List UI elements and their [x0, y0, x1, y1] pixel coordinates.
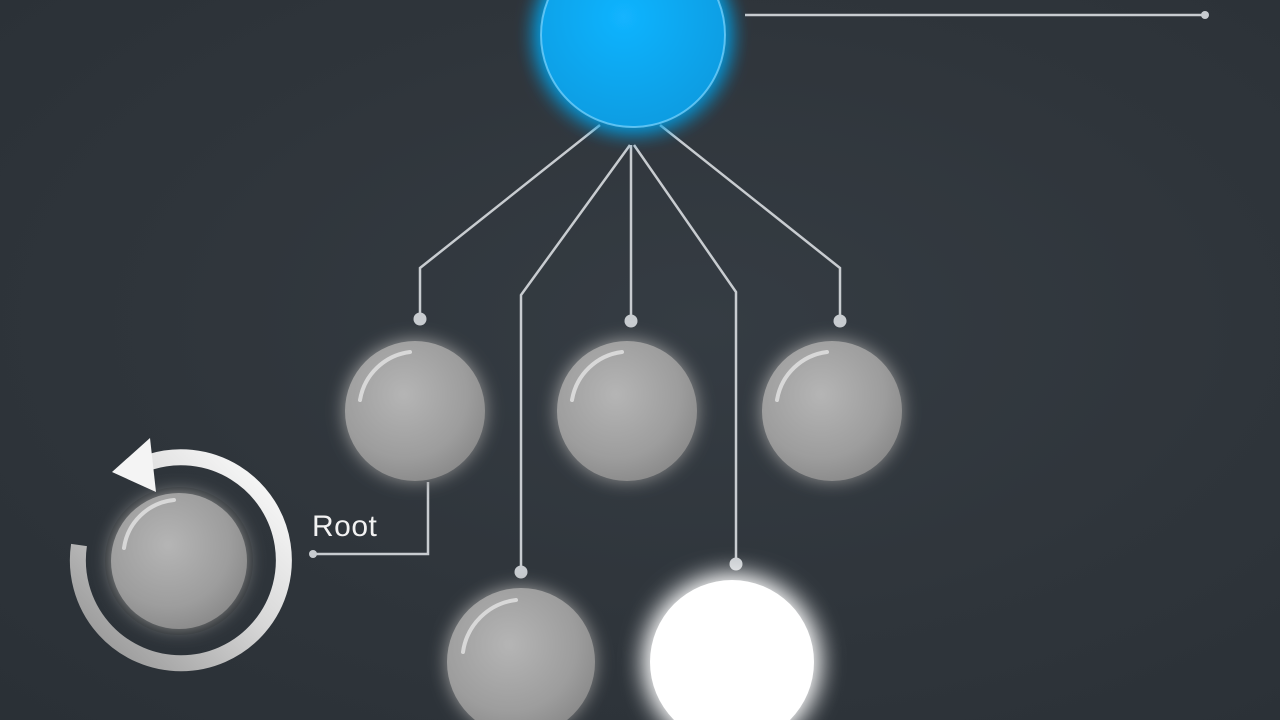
branch-line-5 [659, 124, 842, 320]
node-level3-highlighted [650, 580, 814, 720]
rotate-arrow-icon [69, 438, 292, 672]
branch-line-2 [519, 144, 632, 570]
top-connector [745, 11, 1209, 19]
active-node [540, 0, 726, 128]
branch-connectors [313, 124, 842, 570]
branch-line-4 [632, 144, 738, 563]
node-level2-left [345, 341, 485, 481]
root-label: Root [312, 510, 378, 543]
root-node-indicator [105, 487, 253, 635]
connector-dots [309, 312, 847, 579]
node-level2-center [557, 341, 697, 481]
root-connector-line [313, 482, 430, 556]
node-level3-gray [447, 588, 595, 720]
branch-line-1 [418, 124, 601, 318]
node-level2-right [762, 341, 902, 481]
